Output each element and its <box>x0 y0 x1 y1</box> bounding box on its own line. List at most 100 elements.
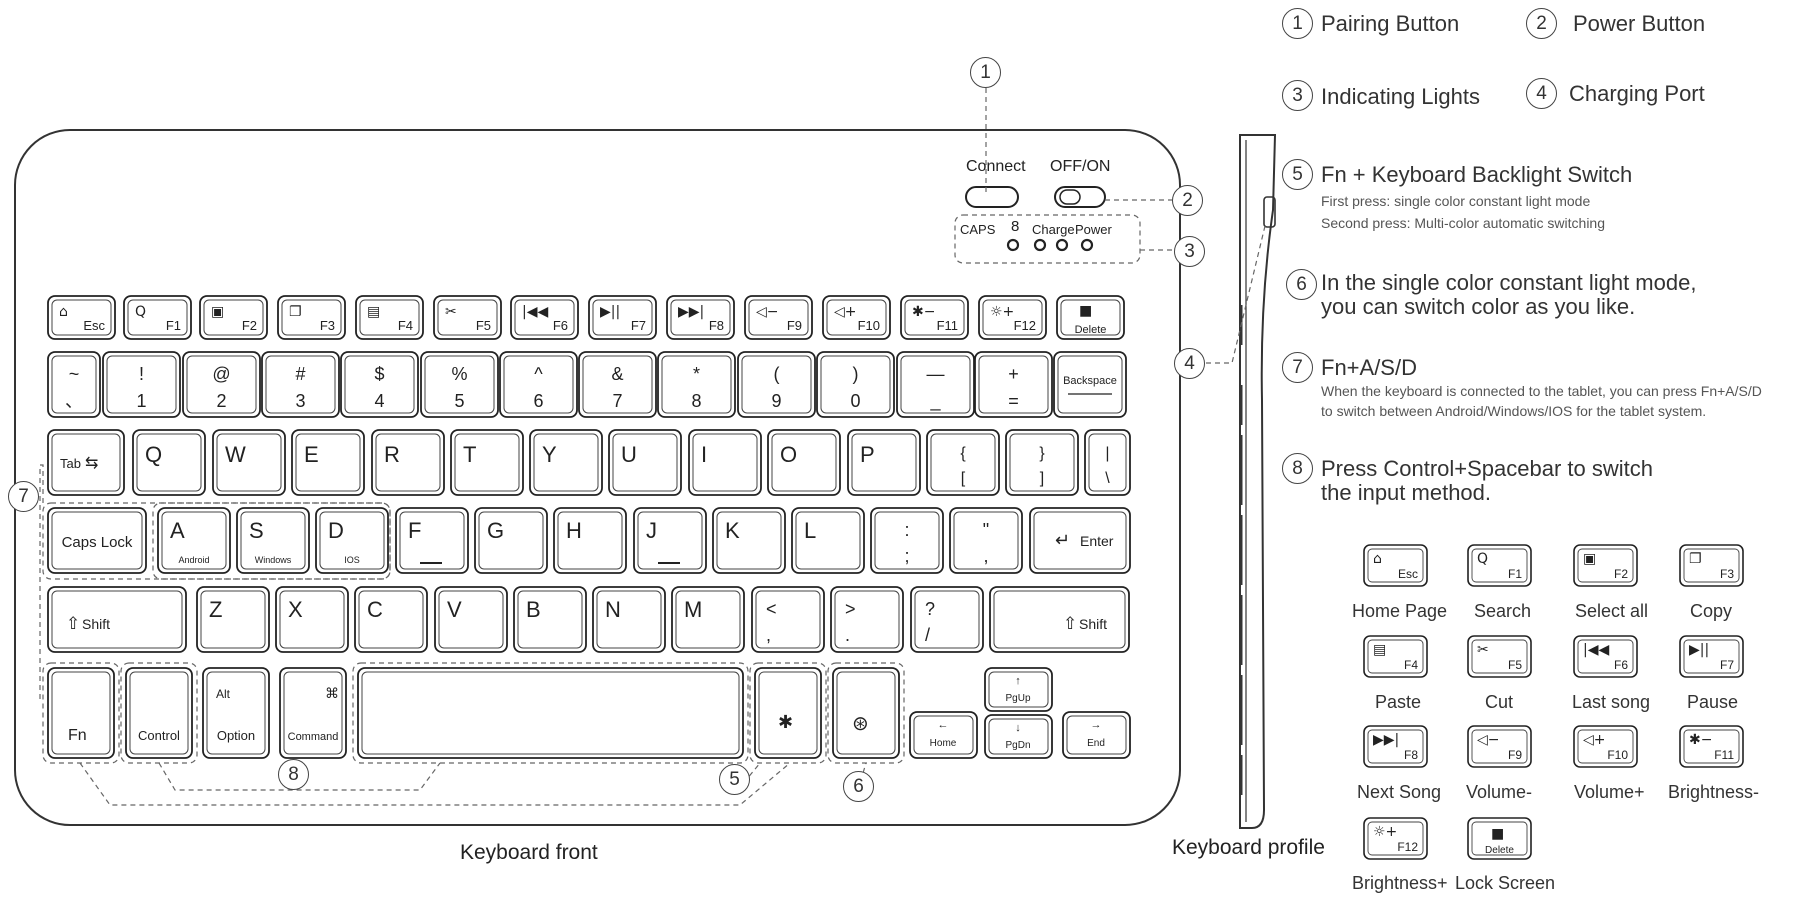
key-=[interactable]: += <box>974 351 1053 418</box>
pairing-button[interactable] <box>965 186 1019 208</box>
key-l[interactable]: L <box>791 507 865 574</box>
key-e[interactable]: E <box>291 429 365 496</box>
fn-key-f12[interactable]: ☼+F12 <box>978 295 1047 340</box>
key-label: F12 <box>1014 318 1036 333</box>
pgdn-key[interactable]: ↓PgDn <box>984 714 1053 759</box>
key-label: } <box>1039 445 1045 462</box>
legend-num-6: 6 <box>1286 269 1317 300</box>
offon-label: OFF/ON <box>1050 158 1111 175</box>
key-r[interactable]: R <box>371 429 445 496</box>
key-punct[interactable]: :; <box>870 507 944 574</box>
fn-key-f6[interactable]: |◀◀F6 <box>510 295 579 340</box>
fn-key-delete[interactable]: ■Delete <box>1056 295 1125 340</box>
key-label: F4 <box>398 318 413 333</box>
key-u[interactable]: U <box>608 429 682 496</box>
key-h[interactable]: H <box>553 507 627 574</box>
tab-key[interactable]: Tab⇆ <box>47 429 125 496</box>
key-label: F2 <box>1614 567 1628 581</box>
key-label: 5 <box>454 391 464 411</box>
key-_[interactable]: —_ <box>896 351 975 418</box>
spacebar-key[interactable] <box>357 667 744 759</box>
brightdown-icon: ✱− <box>912 304 935 320</box>
key-k[interactable]: K <box>712 507 786 574</box>
key-9[interactable]: (9 <box>737 351 816 418</box>
key-backspace[interactable]: Backspace <box>1053 351 1127 418</box>
legend-key-f7: ▶||F7 <box>1679 635 1744 678</box>
fn-key-f8[interactable]: ▶▶|F8 <box>666 295 735 340</box>
fn-key-f11[interactable]: ✱−F11 <box>900 295 969 340</box>
key-t[interactable]: T <box>450 429 524 496</box>
key-1[interactable]: !1 <box>102 351 181 418</box>
key-3[interactable]: #3 <box>261 351 340 418</box>
key-punct[interactable]: <, <box>751 586 825 653</box>
key-label: F2 <box>242 318 257 333</box>
key-f[interactable]: F <box>395 507 469 574</box>
key-bracket[interactable]: |\ <box>1084 429 1131 496</box>
power-switch[interactable] <box>1054 186 1106 208</box>
key-z[interactable]: Z <box>196 586 270 653</box>
fn-key-f2[interactable]: ▣F2 <box>199 295 268 340</box>
key-w[interactable]: W <box>212 429 286 496</box>
caps-lock-key[interactable]: Caps Lock <box>47 507 147 574</box>
fn-key-f10[interactable]: ◁+F10 <box>822 295 891 340</box>
key-punct[interactable]: ?/ <box>910 586 984 653</box>
left-shift-key[interactable]: ⇧Shift <box>47 586 187 653</box>
key-punct[interactable]: >. <box>830 586 904 653</box>
command-key[interactable]: ⌘Command <box>279 667 347 759</box>
key-m[interactable]: M <box>671 586 745 653</box>
key-8[interactable]: *8 <box>657 351 736 418</box>
fn-key-f7[interactable]: ▶||F7 <box>588 295 657 340</box>
key-o[interactable]: O <box>767 429 841 496</box>
key-4[interactable]: $4 <box>340 351 419 418</box>
key-5[interactable]: %5 <box>420 351 499 418</box>
right-shift-key[interactable]: ⇧Shift <box>989 586 1130 653</box>
key-punct[interactable]: ", <box>949 507 1023 574</box>
color-key[interactable]: ⊛ <box>832 667 900 759</box>
key-v[interactable]: V <box>434 586 508 653</box>
key-j[interactable]: J <box>633 507 707 574</box>
end-key[interactable]: →End <box>1062 711 1131 759</box>
indicator-light <box>1055 238 1069 252</box>
control-key[interactable]: Control <box>125 667 193 759</box>
key-g[interactable]: G <box>474 507 548 574</box>
key-2[interactable]: @2 <box>182 351 261 418</box>
key-label: F12 <box>1397 840 1418 854</box>
key-7[interactable]: &7 <box>578 351 657 418</box>
backlight-key[interactable]: ✱ <box>754 667 822 759</box>
legend-key-caption: Lock Screen <box>1455 873 1556 893</box>
shift-icon: ⇧ <box>66 614 80 633</box>
fn-key[interactable]: Fn <box>47 667 115 759</box>
key-c[interactable]: C <box>354 586 428 653</box>
arrow-left-icon: ← <box>938 719 949 731</box>
enter-key[interactable]: ↵Enter <box>1029 507 1131 574</box>
fn-key-f4[interactable]: ▤F4 <box>355 295 424 340</box>
key-p[interactable]: P <box>847 429 921 496</box>
legend-pairing-button: Pairing Button <box>1321 11 1460 36</box>
key-b[interactable]: B <box>513 586 587 653</box>
fn-key-f1[interactable]: QF1 <box>123 295 192 340</box>
key-q[interactable]: Q <box>132 429 206 496</box>
key-bracket[interactable]: {[ <box>926 429 1000 496</box>
key-、[interactable]: ~、 <box>47 351 101 418</box>
key-0[interactable]: )0 <box>816 351 895 418</box>
key-label: W <box>225 442 246 467</box>
fn-key-f3[interactable]: ❐F3 <box>277 295 346 340</box>
fn-key-esc[interactable]: ⌂Esc <box>47 295 116 340</box>
legend-key-caption: Select all <box>1575 601 1649 621</box>
key-x[interactable]: X <box>275 586 349 653</box>
key-bracket[interactable]: }] <box>1005 429 1079 496</box>
key-label: ↵ <box>1055 530 1070 550</box>
fn-key-f9[interactable]: ◁−F9 <box>744 295 813 340</box>
key-label: 8 <box>691 391 701 411</box>
key-6[interactable]: ^6 <box>499 351 578 418</box>
fn-key-f5[interactable]: ✂F5 <box>433 295 502 340</box>
home-key[interactable]: ←Home <box>909 711 978 759</box>
key-y[interactable]: Y <box>529 429 603 496</box>
key-i[interactable]: I <box>688 429 762 496</box>
pgup-key[interactable]: ↑PgUp <box>984 667 1053 712</box>
key-n[interactable]: N <box>592 586 666 653</box>
